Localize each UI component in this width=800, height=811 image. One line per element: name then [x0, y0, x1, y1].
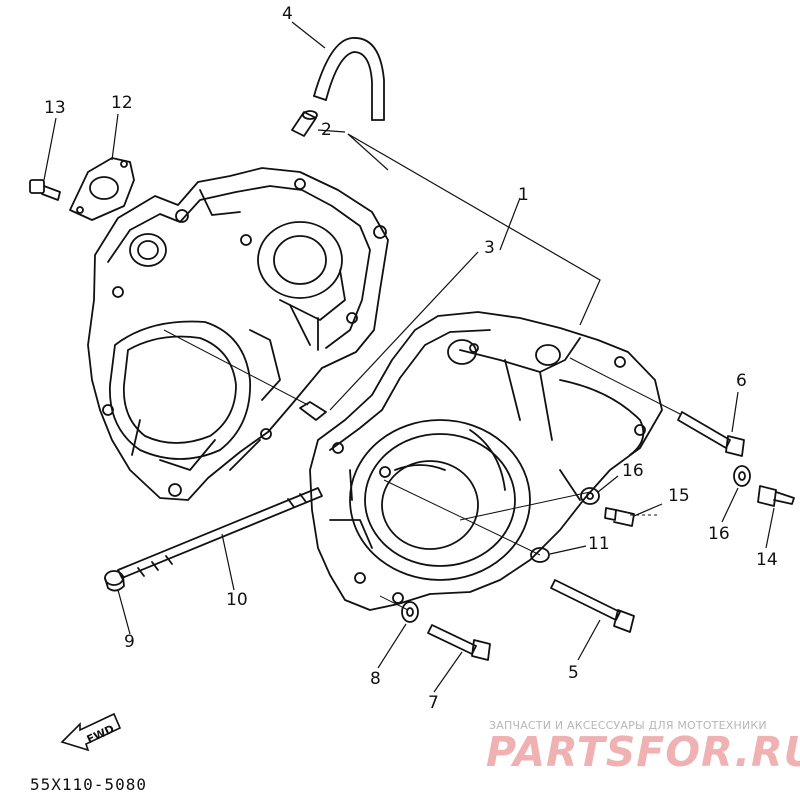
- label-part-15: 15: [668, 486, 690, 506]
- watermark-tagline: ЗАПЧАСТИ И АКСЕССУАРЫ ДЛЯ МОТОТЕХНИКИ: [489, 719, 767, 732]
- leader-lines: [43, 21, 775, 693]
- breather-hose: [313, 37, 385, 121]
- washer-8: [401, 601, 419, 623]
- watermark-logo: PARTSFOR.RU: [486, 728, 800, 776]
- label-part-13: 13: [44, 98, 66, 118]
- label-part-7: 7: [428, 693, 439, 713]
- label-part-5: 5: [568, 663, 579, 683]
- label-part-10: 10: [226, 590, 248, 610]
- bolt-5: [550, 579, 635, 633]
- stud-bolt: [117, 487, 323, 579]
- label-part-3: 3: [484, 238, 495, 258]
- assembly-axes: [163, 329, 681, 611]
- washer-center: [580, 487, 600, 505]
- label-part-2: 2: [321, 120, 332, 140]
- label-part-16-right: 16: [708, 524, 730, 544]
- label-part-4: 4: [282, 4, 293, 24]
- label-part-6: 6: [736, 371, 747, 391]
- label-part-14: 14: [756, 550, 778, 570]
- right-crankcase: [309, 311, 663, 611]
- bolt-7: [427, 624, 491, 661]
- label-part-8: 8: [370, 669, 381, 689]
- diagram-code: 55X110-5080: [30, 775, 147, 794]
- collar: [104, 570, 125, 592]
- o-ring: [530, 547, 550, 563]
- left-crankcase: [87, 167, 389, 501]
- washer-right: [733, 465, 751, 487]
- label-part-9: 9: [124, 632, 135, 652]
- label-part-11: 11: [588, 534, 610, 554]
- label-part-12: 12: [111, 93, 133, 113]
- bolt-6: [677, 411, 745, 457]
- label-part-16-center: 16: [622, 461, 644, 481]
- dowel-pin: [291, 110, 318, 137]
- gasket: [69, 157, 135, 221]
- bolt-14: [757, 485, 795, 507]
- fwd-arrow-icon: FWD: [60, 712, 122, 752]
- bushing: [299, 401, 327, 421]
- label-part-1: 1: [518, 185, 529, 205]
- bolt-13: [29, 179, 61, 201]
- bolt-15: [604, 507, 635, 527]
